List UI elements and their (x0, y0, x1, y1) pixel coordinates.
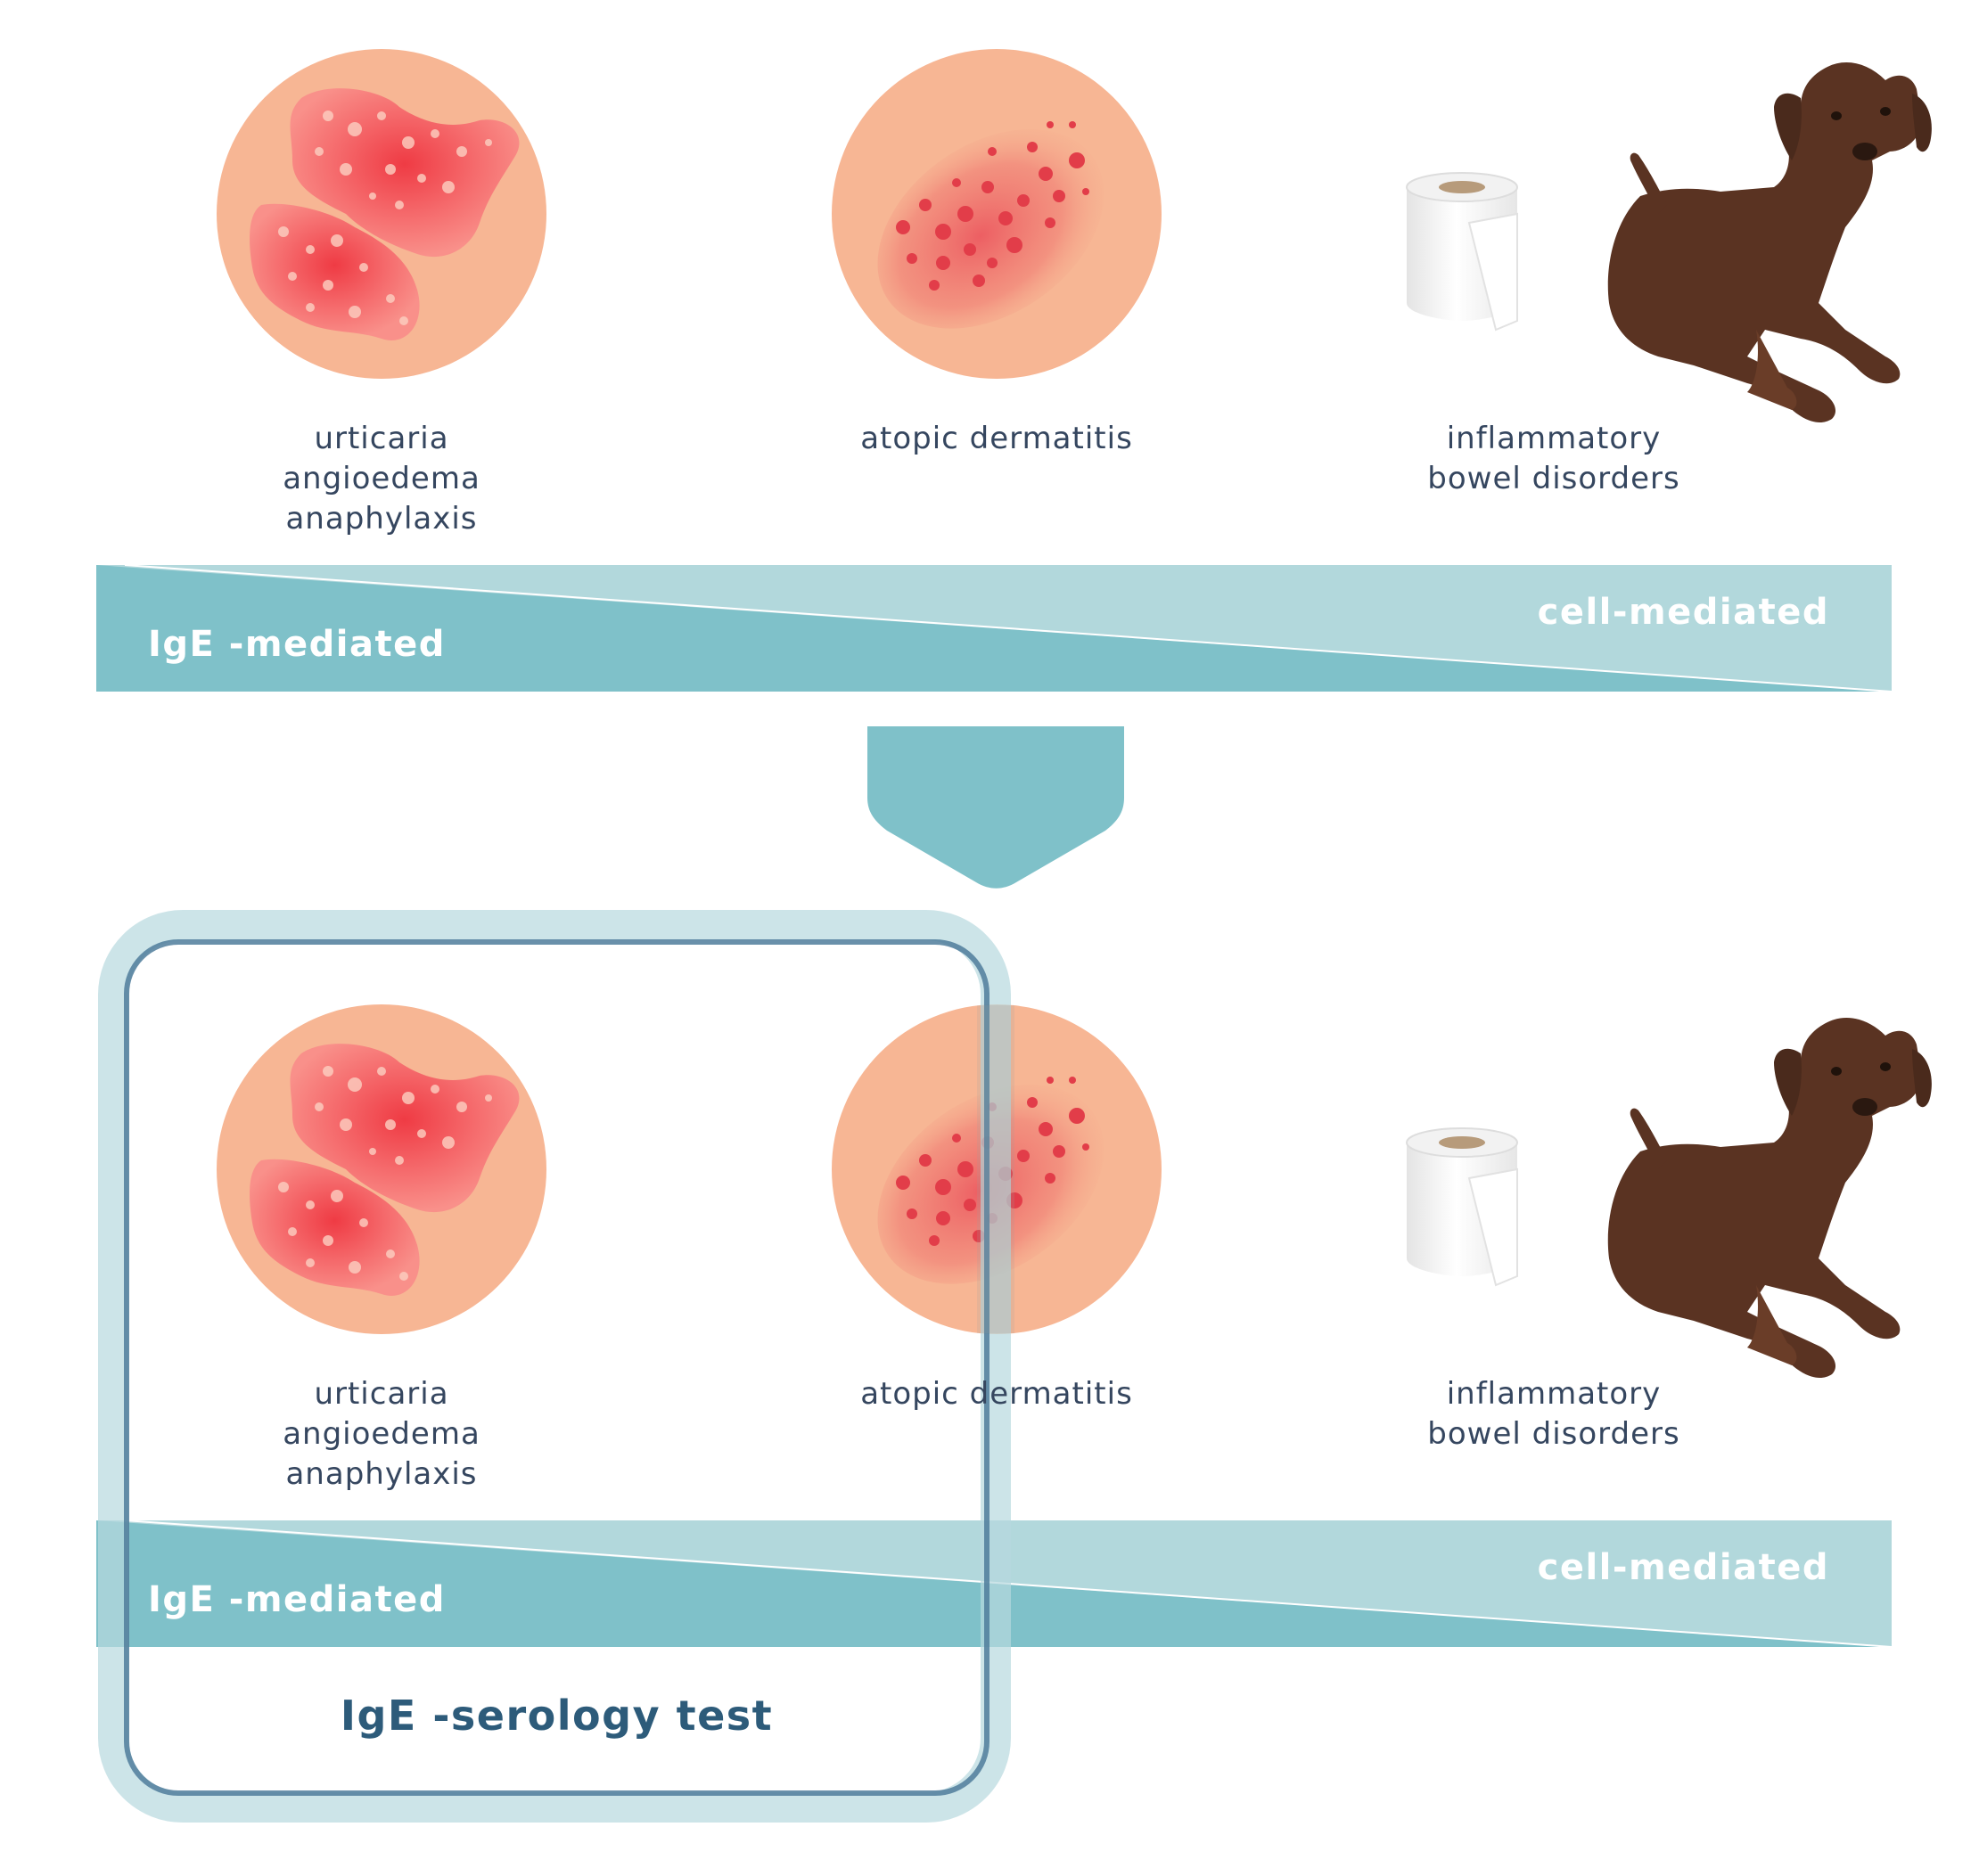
overlap-tint (977, 1005, 1014, 1333)
dog-image (1607, 1018, 1932, 1379)
condition-label-bowel-disorders: inflammatory bowel disorders (1362, 1374, 1745, 1454)
label-line: bowel disorders (1427, 461, 1680, 496)
label-line: urticaria (314, 421, 449, 456)
label-line: anaphylaxis (285, 501, 478, 537)
label-line: urticaria (314, 1376, 449, 1412)
serology-highlight-inner (124, 939, 990, 1796)
ige-mediated-label: IgE -mediated (148, 624, 446, 665)
serology-test-label: IgE -serology test (340, 1692, 774, 1740)
bar-divider-line (124, 564, 1893, 692)
ige-mediated-label: IgE -mediated (148, 1579, 446, 1620)
atopic-dermatitis-illustration (832, 49, 1162, 379)
label-line: angioedema (283, 461, 480, 496)
condition-label-atopic-dermatitis: atopic dermatitis (818, 1374, 1175, 1414)
label-line: angioedema (283, 1416, 480, 1452)
serology-highlight-outer (98, 910, 1011, 1823)
toilet-roll-image (1406, 1127, 1518, 1286)
condition-label-atopic-dermatitis: atopic dermatitis (818, 419, 1175, 459)
toilet-roll-image (1406, 172, 1518, 331)
condition-label-bowel-disorders: inflammatory bowel disorders (1362, 419, 1745, 499)
label-line: inflammatory (1446, 1376, 1662, 1412)
down-arrow (867, 726, 1124, 889)
label-line: anaphylaxis (285, 1456, 478, 1492)
label-line: bowel disorders (1427, 1416, 1680, 1452)
label-line: inflammatory (1446, 421, 1662, 456)
label-line: atopic dermatitis (860, 421, 1133, 456)
urticaria-illustration (217, 49, 546, 379)
label-line: atopic dermatitis (860, 1376, 1133, 1412)
urticaria-illustration (217, 1004, 546, 1334)
cell-mediated-label: cell-mediated (1537, 592, 1829, 633)
condition-label-urticaria: urticaria angioedema anaphylaxis (203, 1374, 560, 1495)
condition-label-urticaria: urticaria angioedema anaphylaxis (203, 419, 560, 539)
cell-mediated-label: cell-mediated (1537, 1547, 1829, 1588)
dog-image (1607, 62, 1932, 423)
